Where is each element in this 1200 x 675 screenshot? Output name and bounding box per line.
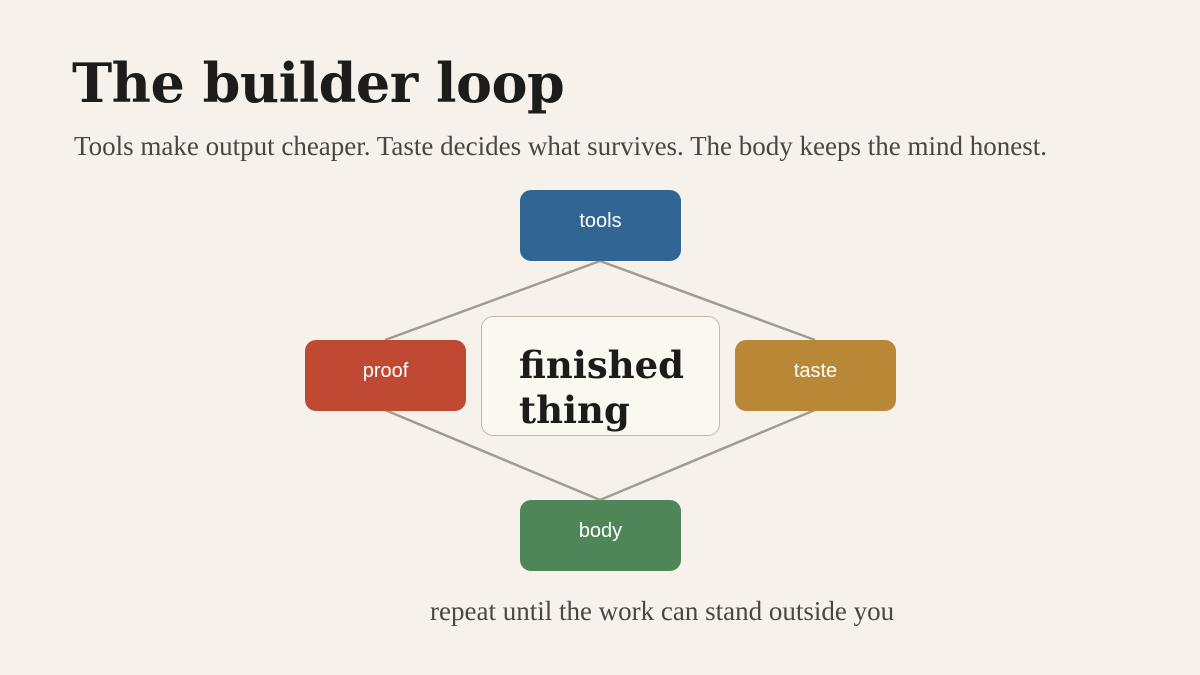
node-body-label: body (578, 520, 623, 542)
node-taste-label: taste (793, 360, 838, 382)
center-label: finished thing (519, 343, 685, 432)
node-tools: tools (520, 190, 681, 261)
node-taste: taste (735, 340, 896, 411)
diagram-title: The builder loop (72, 51, 565, 115)
connector-tools-taste (599, 259, 816, 342)
center-finished-thing: finished thing (481, 316, 720, 436)
node-proof-label: proof (362, 360, 409, 382)
diagram-subtitle: Tools make output cheaper. Taste decides… (74, 131, 1048, 161)
node-proof: proof (305, 340, 466, 411)
connector-tools-proof (384, 259, 601, 342)
node-tools-label: tools (579, 210, 622, 232)
loop-footer: repeat until the work can stand outside … (430, 596, 895, 626)
connector-taste-body (599, 408, 816, 502)
connector-proof-body (384, 408, 601, 502)
node-body: body (520, 500, 681, 571)
